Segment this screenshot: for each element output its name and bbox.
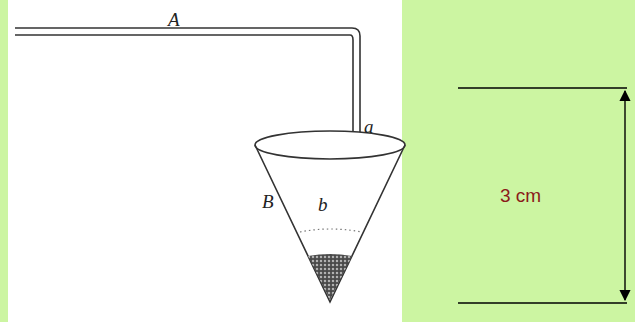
liquid-level bbox=[300, 229, 362, 232]
dimension-line bbox=[458, 302, 627, 304]
dimension-label: 3 cm bbox=[500, 186, 541, 205]
part-label: A bbox=[168, 10, 180, 29]
tube bbox=[15, 28, 360, 140]
tube bbox=[15, 35, 353, 140]
part-label: B bbox=[262, 192, 274, 211]
dimension-arrow bbox=[624, 91, 625, 300]
part-label: b bbox=[318, 195, 328, 214]
picture-ground bbox=[8, 0, 402, 322]
sediment bbox=[308, 254, 352, 300]
funnel-rim bbox=[255, 131, 405, 159]
funnel-cone bbox=[255, 145, 405, 302]
part-label: a bbox=[364, 117, 374, 136]
dimension-line bbox=[458, 87, 627, 89]
